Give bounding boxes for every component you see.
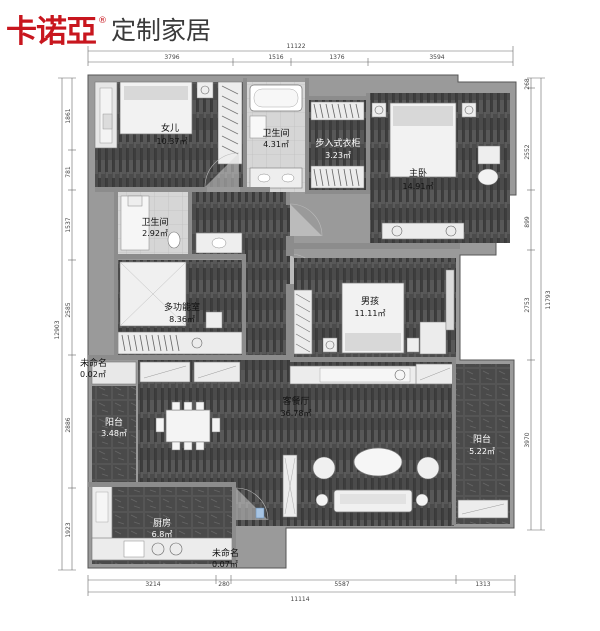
dim-left-1: 1861 xyxy=(65,108,72,123)
label-balcony-left-name: 阳台 xyxy=(105,416,123,428)
label-multi-area: 8.36㎡ xyxy=(169,315,195,324)
label-unnamed1-area: 0.02㎡ xyxy=(80,370,106,379)
brand-header: 卡诺亞 ® 定制家居 xyxy=(6,6,211,51)
dim-left-total: 12903 xyxy=(54,320,61,339)
sofa-set xyxy=(312,447,440,513)
label-living-name: 客餐厅 xyxy=(282,395,309,407)
label-master-area: 14.91㎡ xyxy=(403,182,434,191)
label-balcony-right-name: 阳台 xyxy=(473,433,491,445)
room-walkin-closet xyxy=(309,100,366,192)
label-master-name: 主卧 xyxy=(409,167,427,179)
label-walkin-area: 3.23㎡ xyxy=(325,151,351,160)
label-balcony-right-area: 5.22㎡ xyxy=(469,447,495,456)
room-daughter xyxy=(94,81,243,188)
dim-right-3: 899 xyxy=(524,216,531,228)
interior-walls xyxy=(88,78,460,566)
dimensions-right xyxy=(527,77,545,531)
dim-left-2: 781 xyxy=(65,166,72,178)
dim-bottom-4: 1313 xyxy=(475,581,490,588)
room-unnamed-1 xyxy=(91,361,137,385)
room-bathroom-left xyxy=(118,192,188,254)
brand-tagline: 定制家居 xyxy=(111,15,212,45)
label-unnamed2-area: 0.07㎡ xyxy=(212,560,238,569)
label-boy-area: 11.11㎡ xyxy=(355,309,386,318)
dim-top-1: 3796 xyxy=(164,54,179,61)
dim-top-total: 11122 xyxy=(286,43,305,50)
room-master-bedroom xyxy=(370,93,510,243)
dim-right-5: 3970 xyxy=(524,432,531,447)
dim-top-2: 1516 xyxy=(268,54,283,61)
dim-left-4: 2585 xyxy=(65,302,72,317)
dim-left-3: 1537 xyxy=(65,217,72,232)
label-bath-top-area: 4.31㎡ xyxy=(263,140,289,149)
dim-left-5: 2886 xyxy=(65,417,72,432)
dim-right-total: 11793 xyxy=(545,290,552,309)
dim-right-4: 2753 xyxy=(524,297,531,312)
dim-top-4: 3594 xyxy=(429,54,444,61)
room-multipurpose xyxy=(117,260,243,355)
label-multi-name: 多功能室 xyxy=(164,301,200,313)
dim-top-3: 1376 xyxy=(329,54,344,61)
room-balcony-right xyxy=(415,363,510,524)
corridor xyxy=(190,192,323,358)
label-daughter-area: 10.37㎡ xyxy=(157,137,188,146)
dining-table xyxy=(155,401,221,451)
dimensions-left xyxy=(58,77,76,571)
dimensions-bottom xyxy=(87,575,516,596)
label-walkin-name: 步入式衣柜 xyxy=(315,137,360,149)
label-bath-left-area: 2.92㎡ xyxy=(142,229,168,238)
label-unnamed1-name: 未命名 xyxy=(80,357,107,369)
label-living-area: 36.78㎡ xyxy=(281,409,312,418)
label-kitchen-name: 厨房 xyxy=(153,517,171,529)
room-boy xyxy=(293,258,456,358)
label-unnamed2-name: 未命名 xyxy=(212,547,239,559)
label-bath-left-name: 卫生间 xyxy=(141,216,168,228)
dimensions-top xyxy=(87,46,514,66)
label-boy-name: 男孩 xyxy=(361,295,379,307)
dim-bottom-3: 5587 xyxy=(334,581,349,588)
dim-right-1: 268 xyxy=(524,78,531,90)
brand-logo: 卡诺亞 xyxy=(6,14,97,50)
dim-right-2: 2552 xyxy=(524,144,531,159)
dim-left-6: 1923 xyxy=(65,522,72,537)
registered-mark: ® xyxy=(98,15,107,26)
label-bath-top-name: 卫生间 xyxy=(262,127,289,139)
dim-bottom-1: 3214 xyxy=(145,581,160,588)
room-bathroom-top xyxy=(247,82,305,192)
dim-bottom-total: 11114 xyxy=(290,596,309,603)
room-balcony-left xyxy=(92,386,136,482)
dim-bottom-2: 280 xyxy=(218,581,230,588)
room-kitchen xyxy=(91,485,233,564)
label-balcony-left-area: 3.48㎡ xyxy=(101,429,127,438)
label-kitchen-area: 6.8㎡ xyxy=(152,530,173,539)
label-daughter-name: 女儿 xyxy=(161,122,179,134)
